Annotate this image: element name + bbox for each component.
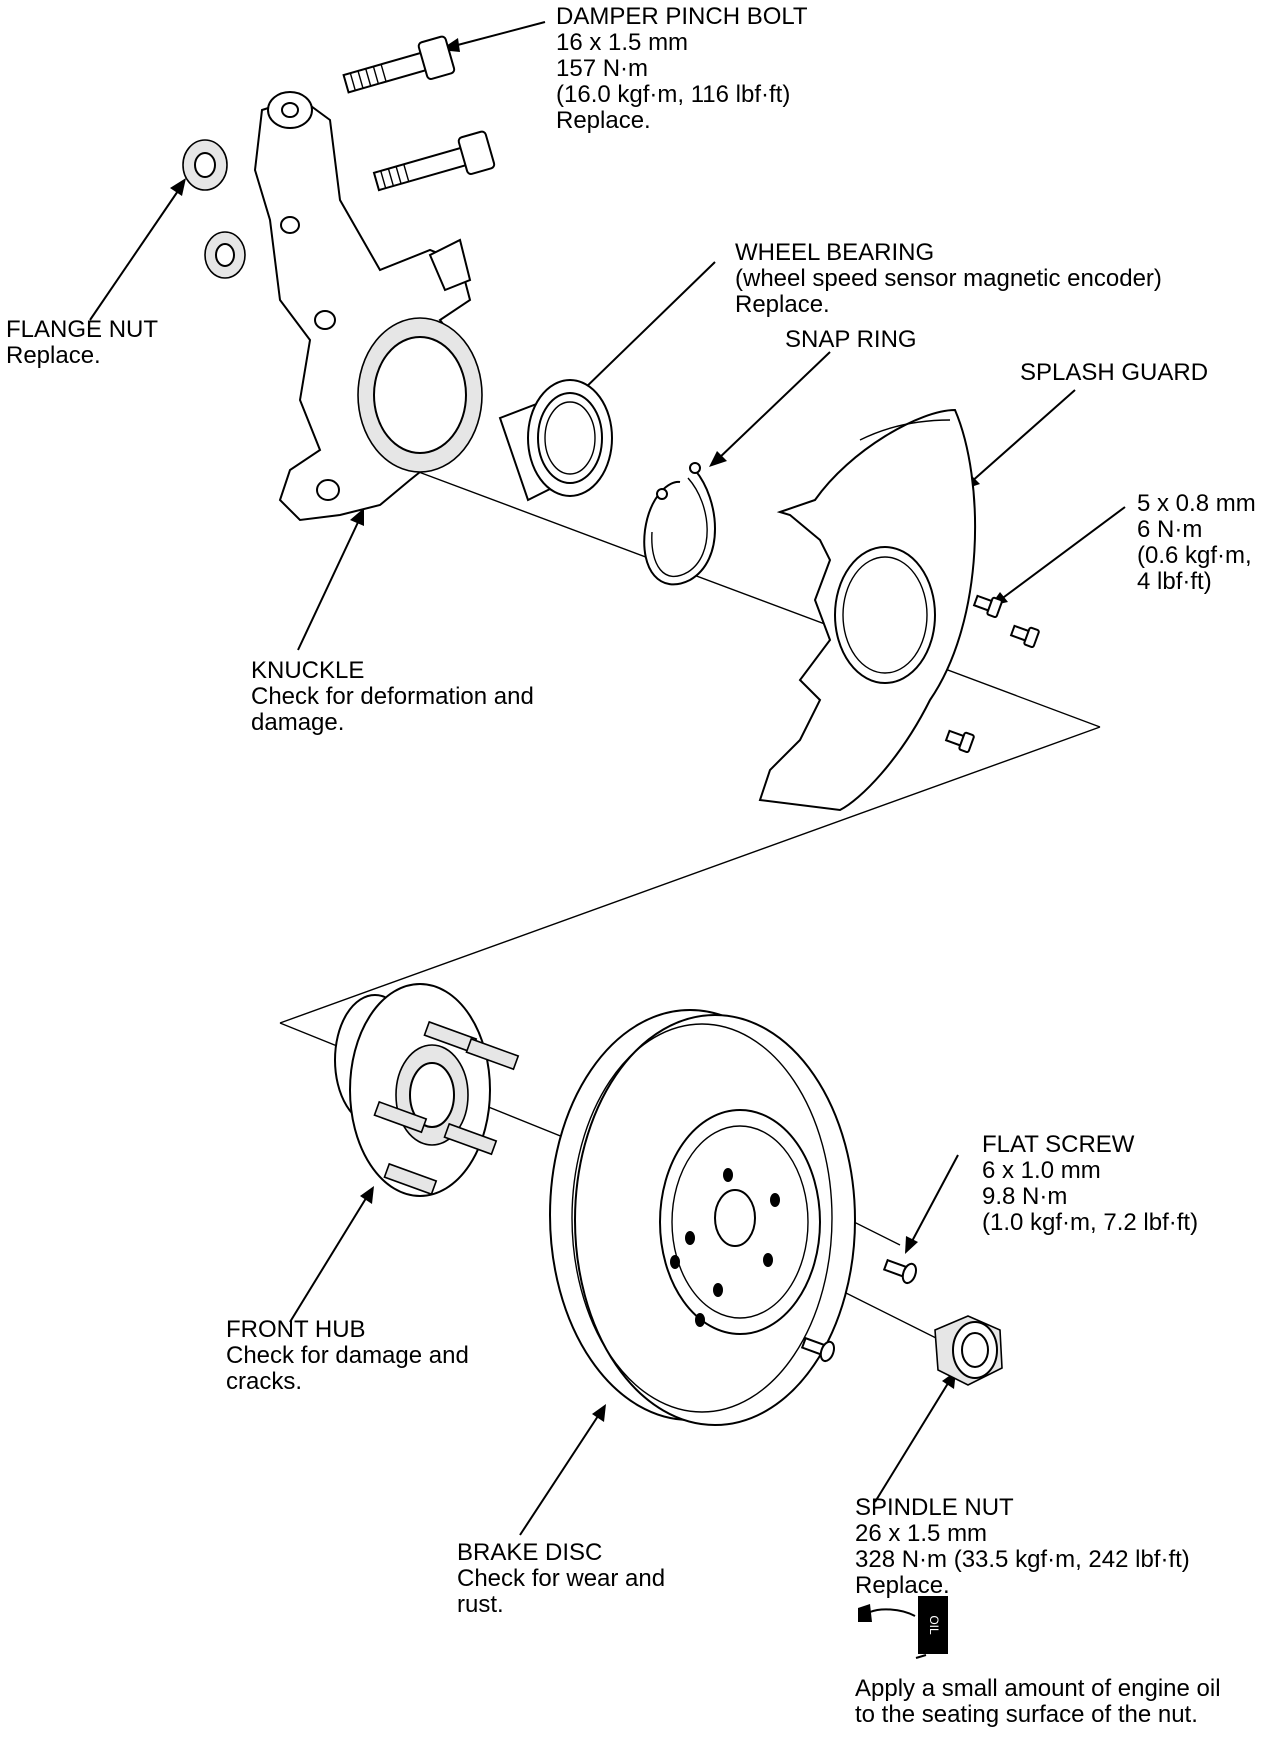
flat-screw-label: FLAT SCREW 6 x 1.0 mm 9.8 N·m (1.0 kgf·m…: [982, 1132, 1198, 1236]
spindle-nut: [934, 1315, 1003, 1386]
damper-pinch-bolt-note: Replace.: [556, 107, 651, 134]
splash-screw-torque: 6 N·m: [1137, 516, 1203, 543]
knuckle-label: KNUCKLE Check for deformation and damage…: [251, 658, 534, 736]
oil-note-line-1: Apply a small amount of engine oil: [855, 1675, 1221, 1702]
oil-can-icon: OIL: [858, 1596, 948, 1659]
spindle-nut-label: SPINDLE NUT 26 x 1.5 mm 328 N·m (33.5 kg…: [855, 1495, 1190, 1599]
damper-pinch-bolt-torque-alt: (16.0 kgf·m, 116 lbf·ft): [556, 81, 791, 108]
flat-screw-torque-alt: (1.0 kgf·m, 7.2 lbf·ft): [982, 1209, 1199, 1236]
wheel-bearing-label: WHEEL BEARING (wheel speed sensor magnet…: [735, 240, 1162, 318]
knuckle-note: Check for deformation and: [251, 683, 534, 710]
spindle-nut-title: SPINDLE NUT: [855, 1494, 1014, 1521]
flange-nut-title: FLANGE NUT: [6, 316, 159, 343]
splash-screw-size: 5 x 0.8 mm: [1137, 490, 1256, 517]
brake-disc-note: Check for wear and: [457, 1565, 666, 1592]
knuckle: [253, 91, 483, 522]
spindle-nut-size: 26 x 1.5 mm: [855, 1520, 988, 1547]
splash-guard: [758, 408, 977, 812]
snap-ring: [643, 462, 716, 586]
flat-screw-size: 6 x 1.0 mm: [982, 1157, 1101, 1184]
front-hub-label: FRONT HUB Check for damage and cracks.: [226, 1317, 469, 1395]
splash-screw-torque-alt-2: 4 lbf·ft): [1137, 568, 1212, 595]
front-hub-note: Check for damage and: [226, 1342, 469, 1369]
knuckle-title: KNUCKLE: [251, 657, 365, 684]
spindle-nut-note: Replace.: [855, 1572, 950, 1599]
wheel-bearing: [498, 379, 613, 502]
damper-pinch-bolt-size: 16 x 1.5 mm: [556, 29, 689, 56]
knuckle-note-2: damage.: [251, 709, 345, 736]
splash-screw-torque-alt: (0.6 kgf·m,: [1137, 542, 1252, 569]
oil-note-line-2: to the seating surface of the nut.: [855, 1701, 1198, 1728]
brake-disc-note-2: rust.: [457, 1591, 504, 1618]
front-hub: [334, 983, 520, 1197]
flange-nut-label: FLANGE NUT Replace.: [6, 317, 158, 369]
flange-nut: [182, 139, 246, 279]
wheel-bearing-title: WHEEL BEARING: [735, 239, 935, 266]
splash-guard-title: SPLASH GUARD: [1020, 359, 1209, 386]
callout-arrows: [89, 21, 1126, 1536]
splash-guard-screw: [944, 594, 1040, 753]
splash-guard-label: SPLASH GUARD: [1020, 360, 1208, 386]
brake-disc: [549, 1009, 856, 1426]
flat-screw-torque: 9.8 N·m: [982, 1183, 1068, 1210]
splash-screw-label: 5 x 0.8 mm 6 N·m (0.6 kgf·m, 4 lbf·ft): [1137, 491, 1256, 595]
oil-note-label: Apply a small amount of engine oil to th…: [855, 1676, 1221, 1728]
flat-screw: [800, 1258, 917, 1363]
wheel-bearing-note: Replace.: [735, 291, 830, 318]
front-hub-note-2: cracks.: [226, 1368, 303, 1395]
damper-pinch-bolt-title: DAMPER PINCH BOLT: [556, 3, 808, 30]
damper-pinch-bolt: [342, 35, 496, 192]
oil-can-text: OIL: [927, 1615, 941, 1635]
damper-pinch-bolt-label: DAMPER PINCH BOLT 16 x 1.5 mm 157 N·m (1…: [556, 4, 808, 134]
damper-pinch-bolt-torque: 157 N·m: [556, 55, 649, 82]
wheel-bearing-detail: (wheel speed sensor magnetic encoder): [735, 265, 1162, 292]
flat-screw-title: FLAT SCREW: [982, 1131, 1135, 1158]
snap-ring-title: SNAP RING: [785, 326, 917, 353]
flange-nut-note: Replace.: [6, 342, 101, 369]
snap-ring-label: SNAP RING: [785, 327, 917, 353]
brake-disc-label: BRAKE DISC Check for wear and rust.: [457, 1540, 665, 1618]
spindle-nut-torque: 328 N·m (33.5 kgf·m, 242 lbf·ft): [855, 1546, 1190, 1573]
brake-disc-title: BRAKE DISC: [457, 1539, 603, 1566]
front-hub-title: FRONT HUB: [226, 1316, 366, 1343]
